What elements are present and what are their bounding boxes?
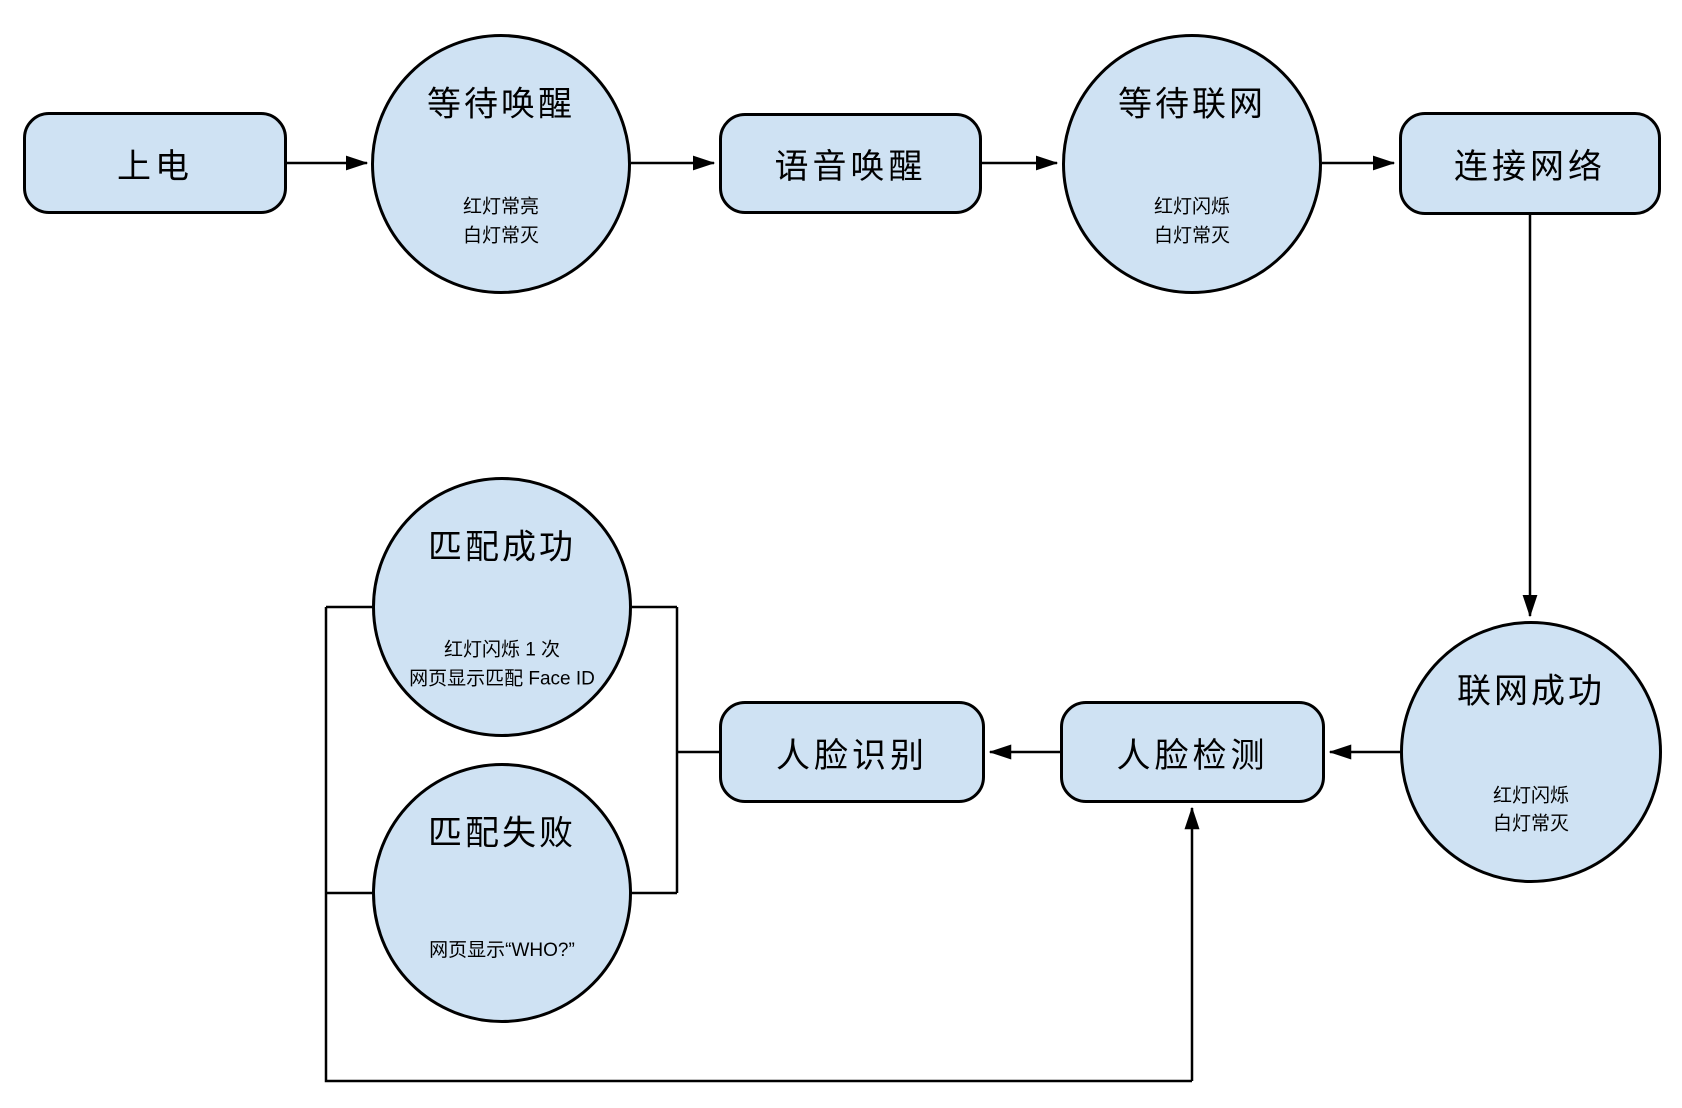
status-line: 红灯闪烁 1 次 xyxy=(443,639,561,661)
node-match-fail-label: 匹配失败 xyxy=(428,814,576,852)
node-match-fail: 匹配失败 网页显示“WHO?” xyxy=(372,763,632,1023)
edge-facerecognize-branch xyxy=(632,605,719,895)
status-line: 白灯常灭 xyxy=(1153,225,1230,247)
node-face-recognize: 人脸识别 xyxy=(719,701,985,803)
node-match-success-label: 匹配成功 xyxy=(428,528,576,566)
node-wait-network-label: 等待联网 xyxy=(1118,85,1266,123)
edge-feedback-loop xyxy=(324,605,1192,1083)
node-wait-wake-status: 红灯常亮 白灯常灭 xyxy=(354,194,648,251)
node-wait-wake-label: 等待唤醒 xyxy=(427,85,575,123)
status-line: 白灯常灭 xyxy=(462,225,539,247)
node-face-detect-label: 人脸检测 xyxy=(1116,736,1269,775)
status-line: 红灯常亮 xyxy=(462,196,539,218)
node-wait-network: 等待联网 红灯闪烁 白灯常灭 xyxy=(1062,34,1322,294)
status-line: 网页显示匹配 Face ID xyxy=(409,668,595,690)
node-network-success-label: 联网成功 xyxy=(1457,672,1605,711)
node-network-success-status: 红灯闪烁 白灯常灭 xyxy=(1383,782,1679,839)
node-power-on-label: 上电 xyxy=(117,147,193,186)
status-line: 白灯常灭 xyxy=(1492,813,1569,835)
node-connect-network-label: 连接网络 xyxy=(1454,148,1606,186)
status-line: 红灯闪烁 xyxy=(1492,785,1569,807)
node-face-detect: 人脸检测 xyxy=(1060,701,1325,803)
node-power-on: 上电 xyxy=(23,112,287,214)
node-match-success: 匹配成功 红灯闪烁 1 次 网页显示匹配 Face ID xyxy=(372,477,632,737)
status-line: 红灯闪烁 xyxy=(1153,196,1230,218)
node-match-fail-status: 网页显示“WHO?” xyxy=(355,937,649,966)
node-match-success-status: 红灯闪烁 1 次 网页显示匹配 Face ID xyxy=(355,637,649,694)
node-connect-network: 连接网络 xyxy=(1399,112,1661,215)
status-line: 网页显示“WHO?” xyxy=(429,940,575,962)
node-network-success: 联网成功 红灯闪烁 白灯常灭 xyxy=(1400,621,1662,883)
node-wait-network-status: 红灯闪烁 白灯常灭 xyxy=(1045,194,1339,251)
node-voice-wake-label: 语音唤醒 xyxy=(774,148,927,186)
node-voice-wake: 语音唤醒 xyxy=(719,113,982,214)
node-face-recognize-label: 人脸识别 xyxy=(776,736,928,775)
node-wait-wake: 等待唤醒 红灯常亮 白灯常灭 xyxy=(371,34,631,294)
